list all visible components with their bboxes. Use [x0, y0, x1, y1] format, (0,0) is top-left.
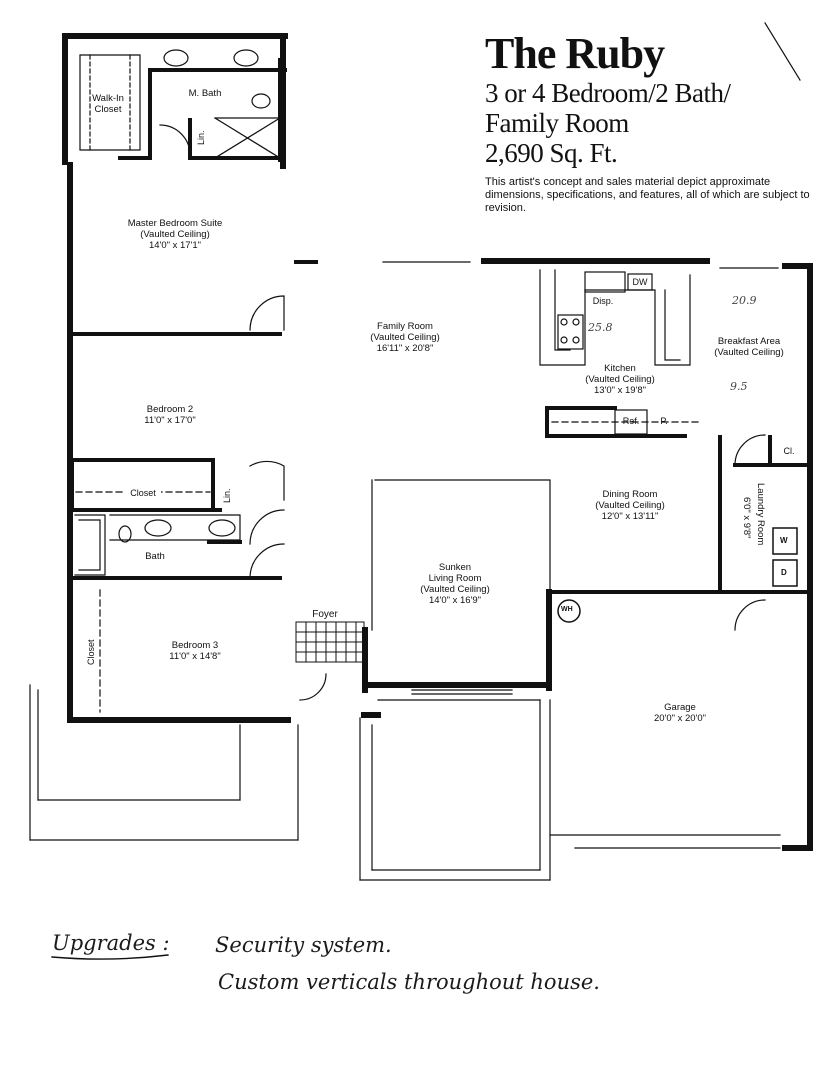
- living-room-ceiling: (Vaulted Ceiling): [420, 584, 490, 595]
- master-bedroom-label: Master Bedroom Suite (Vaulted Ceiling) 1…: [100, 218, 250, 251]
- family-room-dimensions: 16'11" x 20'8": [376, 343, 434, 354]
- breakfast-area-label: Breakfast Area (Vaulted Ceiling): [700, 336, 798, 358]
- breakfast-handwritten-note2: 9.5: [730, 380, 748, 393]
- disposal-label: Disp.: [592, 296, 614, 306]
- kitchen-handwritten-note: 25.8: [588, 321, 613, 334]
- living-room-name: Sunken: [438, 562, 472, 573]
- dining-room-dimensions: 12'0" x 13'11": [601, 511, 659, 522]
- foyer-label: Foyer: [312, 609, 338, 620]
- pantry-label: P.: [660, 416, 668, 426]
- breakfast-area-ceiling: (Vaulted Ceiling): [714, 347, 784, 358]
- plan-title: The Ruby: [485, 29, 665, 78]
- master-bath-label: M. Bath: [188, 88, 222, 99]
- bedroom2-label: Bedroom 2 11'0" x 17'0": [120, 404, 220, 426]
- dining-room-ceiling: (Vaulted Ceiling): [595, 500, 665, 511]
- kitchen-name: Kitchen: [604, 363, 636, 374]
- kitchen-dimensions: 13'0" x 19'8": [593, 385, 647, 396]
- water-heater-circle: [557, 599, 581, 623]
- dining-room-label: Dining Room (Vaulted Ceiling) 12'0" x 13…: [575, 489, 685, 522]
- dryer-box: [772, 559, 798, 587]
- washer-label: W: [780, 536, 788, 545]
- breakfast-area-name: Breakfast Area: [717, 336, 781, 347]
- title-block: The Ruby 3 or 4 Bedroom/2 Bath/ Family R…: [485, 30, 815, 215]
- upgrades-heading: Upgrades :: [52, 931, 170, 955]
- laundry-room-dimensions: 6'0" x 9'8": [741, 497, 752, 539]
- laundry-room-name: Laundry Room: [755, 483, 766, 546]
- garage-label: Garage 20'0" x 20'0": [620, 702, 740, 724]
- family-room-label: Family Room (Vaulted Ceiling) 16'11" x 2…: [350, 321, 460, 354]
- kitchen-label: Kitchen (Vaulted Ceiling) 13'0" x 19'8": [570, 363, 670, 396]
- plan-square-footage: 2,690 Sq. Ft.: [485, 138, 618, 168]
- garage-name: Garage: [664, 702, 696, 713]
- water-heater-label: WH: [561, 606, 573, 613]
- bedroom3-label: Bedroom 3 11'0" x 14'8": [145, 640, 245, 662]
- bedroom3-name: Bedroom 3: [171, 640, 219, 651]
- plan-subtitle-line1: 3 or 4 Bedroom/2 Bath/: [485, 78, 731, 108]
- garage-dimensions: 20'0" x 20'0": [653, 713, 707, 724]
- plan-disclaimer: This artist's concept and sales material…: [485, 176, 810, 214]
- bedroom3-dimensions: 11'0" x 14'8": [169, 651, 221, 662]
- refrigerator-label: Ref.: [622, 416, 640, 426]
- bedroom2-dimensions: 11'0" x 17'0": [144, 415, 196, 426]
- laundry-room-label: Laundry Room: [755, 483, 766, 545]
- bedroom2-closet-label: Closet: [125, 488, 161, 498]
- dishwasher-label: DW: [632, 277, 648, 287]
- living-room-name2: Living Room: [428, 573, 482, 584]
- master-bedroom-ceiling: (Vaulted Ceiling): [140, 229, 210, 240]
- master-bedroom-dimensions: 14'0" x 17'1": [148, 240, 202, 251]
- upgrade-security-system: Security system.: [215, 933, 392, 957]
- master-bedroom-name: Master Bedroom Suite: [127, 218, 223, 229]
- bedroom2-name: Bedroom 2: [146, 404, 194, 415]
- bath-label: Bath: [145, 551, 165, 562]
- dryer-label: D: [781, 568, 787, 577]
- thin-lines: [29, 22, 801, 881]
- dining-room-name: Dining Room: [602, 489, 658, 500]
- family-room-ceiling: (Vaulted Ceiling): [370, 332, 440, 343]
- walk-in-closet-label: Walk-In Closet: [92, 93, 124, 115]
- foyer-tiles: [295, 621, 365, 663]
- washer-box: [772, 527, 798, 555]
- closet-label: Cl.: [783, 446, 795, 456]
- living-room-label: Sunken Living Room (Vaulted Ceiling) 14'…: [400, 562, 510, 606]
- master-linen-label: Lin.: [196, 130, 206, 145]
- upgrade-custom-verticals: Custom verticals throughout house.: [218, 970, 600, 994]
- breakfast-handwritten-note1: 20.9: [732, 294, 757, 307]
- hall-linen-label: Lin.: [222, 488, 232, 503]
- living-room-dimensions: 14'0" x 16'9": [428, 595, 482, 606]
- family-room-name: Family Room: [377, 321, 433, 332]
- bedroom3-closet-label: Closet: [86, 639, 96, 665]
- interior-walls: [70, 58, 810, 594]
- plan-subtitle-line2: Family Room: [485, 108, 629, 138]
- kitchen-ceiling: (Vaulted Ceiling): [585, 374, 655, 385]
